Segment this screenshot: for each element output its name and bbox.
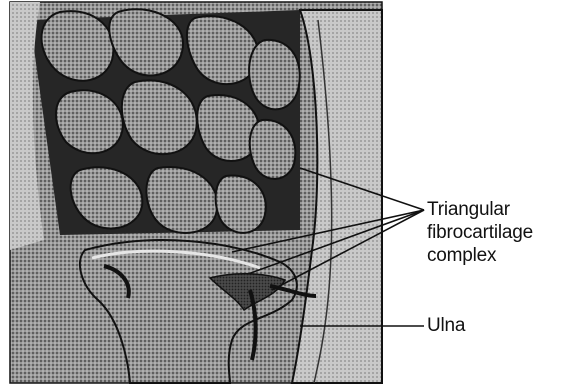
tfcc-label: Triangular fibrocartilage complex [427,198,533,267]
tfcc-label-line-2: fibrocartilage [427,221,533,244]
carpal-bones [42,9,300,233]
tfcc-label-line-3: complex [427,244,533,267]
ulna-label: Ulna [427,314,465,337]
tfcc-label-line-1: Triangular [427,198,533,221]
